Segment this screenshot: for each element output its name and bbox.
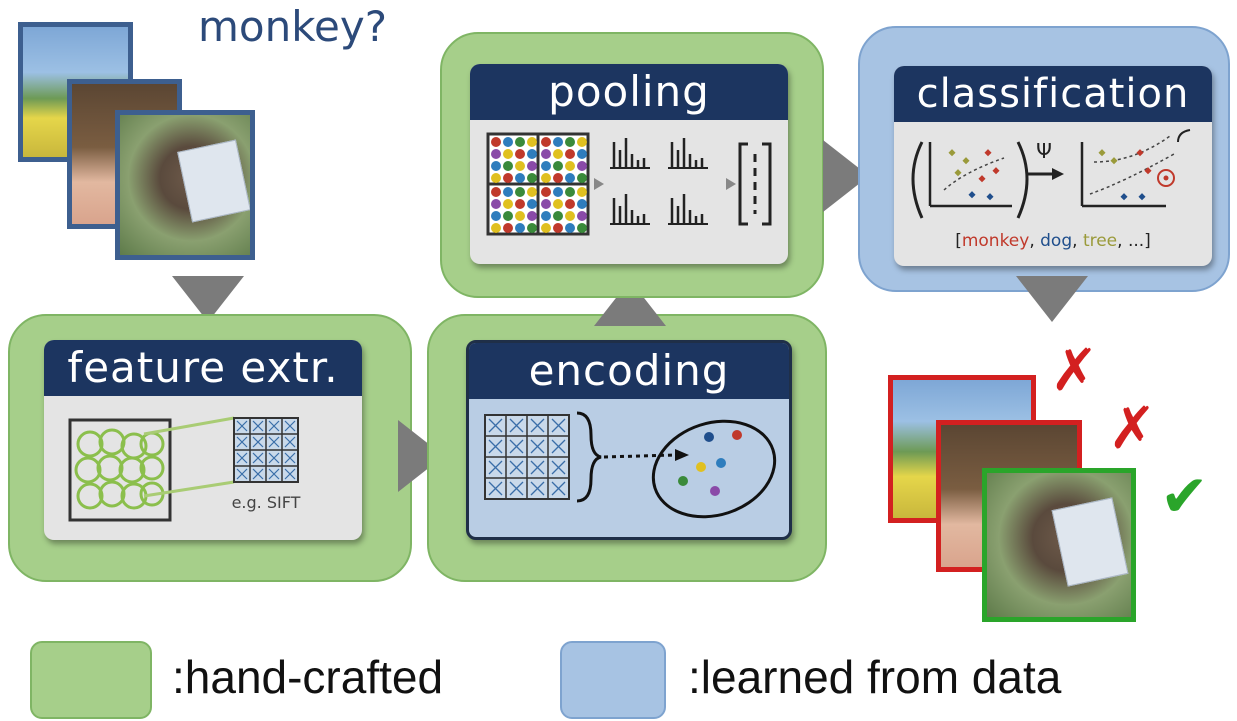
encoding-title: encoding	[469, 343, 789, 399]
encoding-diagram	[484, 411, 777, 519]
feature-extraction-title: feature extr.	[44, 340, 362, 396]
arrow-right-to-encoding	[398, 420, 444, 492]
pooling-diagram	[486, 132, 772, 236]
correct-mark: ✔	[1160, 462, 1209, 530]
psi-symbol: Ψ	[1036, 139, 1052, 163]
classification-diagram: Ψ [monkey, dog, tree, ...]	[911, 129, 1191, 251]
legend-swatch-hand-crafted	[30, 641, 152, 719]
pooling-title: pooling	[470, 64, 788, 120]
class-labels-close: , ...]	[1117, 231, 1151, 251]
input-image-stack	[18, 22, 278, 262]
arrow-up-to-pooling	[594, 280, 666, 326]
feature-extraction-diagram: e.g. SIFT	[68, 416, 301, 522]
class-labels-open: [	[955, 231, 962, 251]
query-label: monkey?	[198, 2, 388, 51]
class-labels: [monkey, dog, tree, ...]	[955, 231, 1151, 251]
legend-label-learned: :learned from data	[688, 651, 1062, 703]
input-photo-monkey	[115, 110, 255, 260]
encoding-card: encoding	[466, 340, 792, 540]
arrow-down-to-results	[1016, 276, 1088, 322]
class-labels-sep2: ,	[1072, 231, 1083, 251]
wrong-mark-1: ✗	[1050, 336, 1099, 404]
result-photo-monkey	[982, 468, 1136, 622]
feature-extraction-card: feature extr. e.g. SIFT	[44, 340, 362, 540]
feature-extraction-note: e.g. SIFT	[232, 493, 301, 512]
classification-card: classification Ψ	[894, 66, 1212, 266]
wrong-mark-2: ✗	[1108, 394, 1157, 462]
legend-label-hand-crafted: :hand-crafted	[172, 651, 444, 703]
result-image-stack	[888, 370, 1138, 622]
class-label-monkey: monkey	[962, 231, 1030, 251]
legend-swatch-learned	[560, 641, 666, 719]
pooling-card: pooling	[470, 64, 788, 264]
arrow-right-to-classification	[823, 140, 869, 212]
arrow-down-to-feature	[172, 276, 244, 322]
class-labels-sep1: ,	[1029, 231, 1040, 251]
class-label-dog: dog	[1040, 231, 1072, 251]
classification-title: classification	[894, 66, 1212, 122]
class-label-tree: tree	[1083, 231, 1117, 251]
